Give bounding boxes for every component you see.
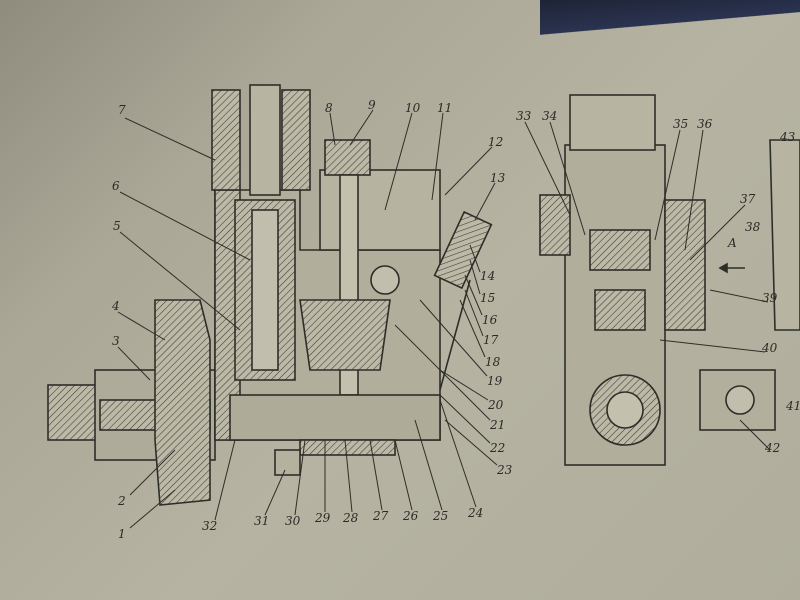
- callout-40: 40: [761, 341, 778, 355]
- callout-41: 41: [785, 399, 800, 413]
- background-surface-corner: [540, 0, 800, 40]
- callout-18: 18: [485, 355, 501, 369]
- callout-17: 17: [483, 333, 499, 347]
- callout-37: 37: [740, 192, 756, 206]
- callout-42: 42: [764, 441, 780, 455]
- callout-31: 31: [254, 514, 269, 528]
- callout-20: 20: [487, 398, 504, 412]
- callout-8: 8: [325, 101, 333, 115]
- callout-30: 30: [285, 514, 301, 528]
- callout-11: 11: [437, 101, 452, 115]
- callout-24: 24: [467, 506, 483, 520]
- callout-3: 3: [112, 334, 120, 348]
- callout-43: 43: [779, 130, 796, 144]
- callout-2: 2: [117, 494, 126, 508]
- callout-6: 6: [112, 179, 120, 193]
- callout-35: 35: [673, 117, 688, 131]
- callout-28: 28: [342, 511, 359, 525]
- callout-32: 32: [202, 519, 217, 533]
- callout-38: 38: [745, 220, 761, 234]
- callout-9: 9: [368, 98, 376, 112]
- callout-14: 14: [480, 269, 495, 283]
- callout-39: 39: [762, 291, 778, 305]
- callout-13: 13: [490, 171, 506, 185]
- side-section-view: [539, 94, 800, 466]
- callout-25: 25: [432, 509, 448, 523]
- callout-15: 15: [480, 291, 495, 305]
- callout-34: 34: [542, 109, 557, 123]
- callout-12: 12: [488, 135, 503, 149]
- callout-36: 36: [697, 117, 713, 131]
- main-section-view: [47, 84, 493, 506]
- callout-7: 7: [118, 103, 126, 117]
- callout-19: 19: [487, 374, 503, 388]
- callout-26: 26: [402, 509, 419, 523]
- callout-27: 27: [372, 509, 389, 523]
- view-arrow-label: A: [727, 236, 737, 250]
- callout-5: 5: [113, 219, 121, 233]
- callout-10: 10: [405, 101, 421, 115]
- callout-labels: 7 6 5 4 3 2 1 32 31 30 29 28 27 26 25 24…: [111, 98, 800, 541]
- callout-4: 4: [111, 299, 120, 313]
- callout-21: 21: [489, 418, 505, 432]
- callout-1: 1: [118, 527, 126, 541]
- callout-29: 29: [314, 511, 331, 525]
- callout-22: 22: [489, 441, 505, 455]
- callout-16: 16: [482, 313, 498, 327]
- callout-33: 33: [516, 109, 532, 123]
- leader-lines: [117, 109, 771, 529]
- callout-23: 23: [496, 463, 513, 477]
